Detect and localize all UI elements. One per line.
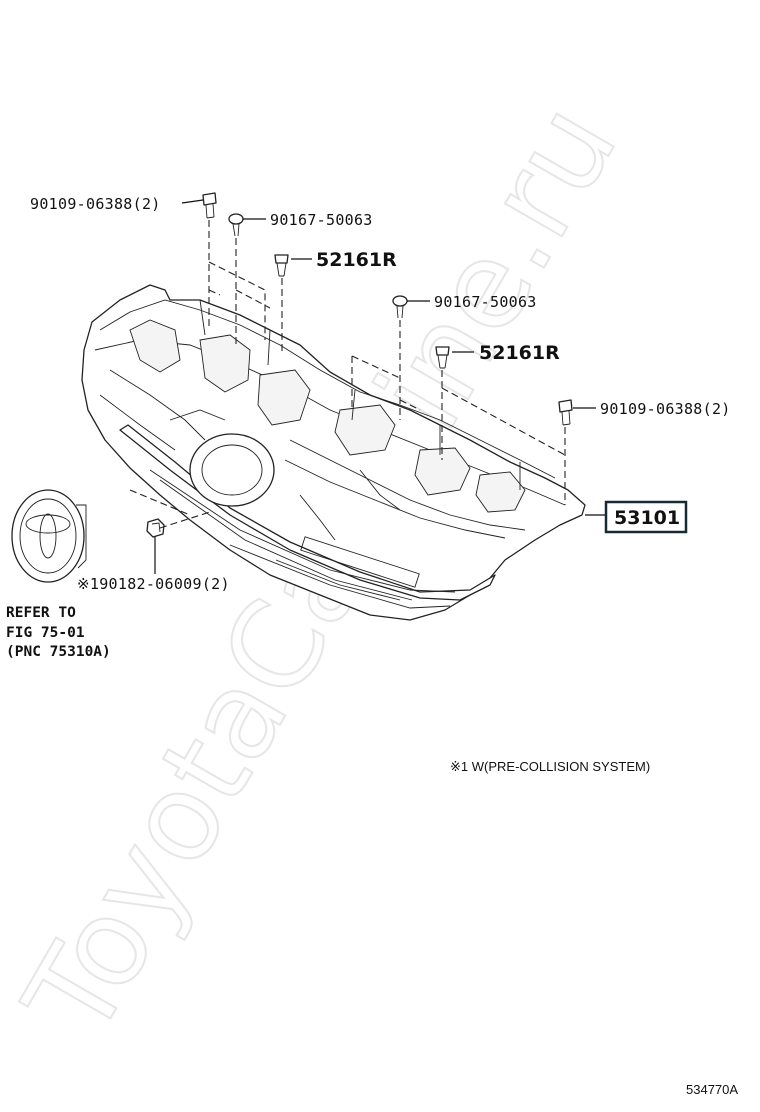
part-number-screw-right[interactable]: 90167-50063: [434, 293, 537, 311]
part-number-grille[interactable]: 53101: [614, 507, 680, 529]
part-number-clip-right[interactable]: 52161R: [479, 342, 560, 364]
footnote: ※1 W(PRE-COLLISION SYSTEM): [450, 759, 650, 774]
screw-icon: [228, 213, 244, 237]
nut-icon: [146, 518, 165, 538]
part-number-screw-left[interactable]: 90167-50063: [270, 211, 373, 229]
diagram-id: 534770A: [686, 1082, 738, 1097]
refer-line-3[interactable]: (PNC 75310A): [6, 644, 111, 660]
bolt-icon: [558, 399, 573, 426]
alignment-lines: [129, 220, 566, 529]
bolt-icon: [202, 192, 217, 219]
part-number-bolt-left[interactable]: 90109-06388(2): [30, 195, 161, 213]
part-number-clip-left[interactable]: 52161R: [316, 249, 397, 271]
part-number-bolt-right[interactable]: 90109-06388(2): [600, 400, 731, 418]
refer-line-2[interactable]: FIG 75-01: [6, 625, 85, 641]
clip-icon: [274, 254, 289, 277]
leader-lines: [154, 199, 606, 574]
refer-line-1: REFER TO: [6, 605, 76, 621]
clip-icon: [435, 346, 450, 369]
part-number-nut[interactable]: ※190182-06009(2): [77, 575, 230, 593]
radiator-grille-drawing: [81, 284, 586, 621]
toyota-emblem-icon: [11, 489, 87, 583]
highlight-box: [604, 500, 688, 534]
